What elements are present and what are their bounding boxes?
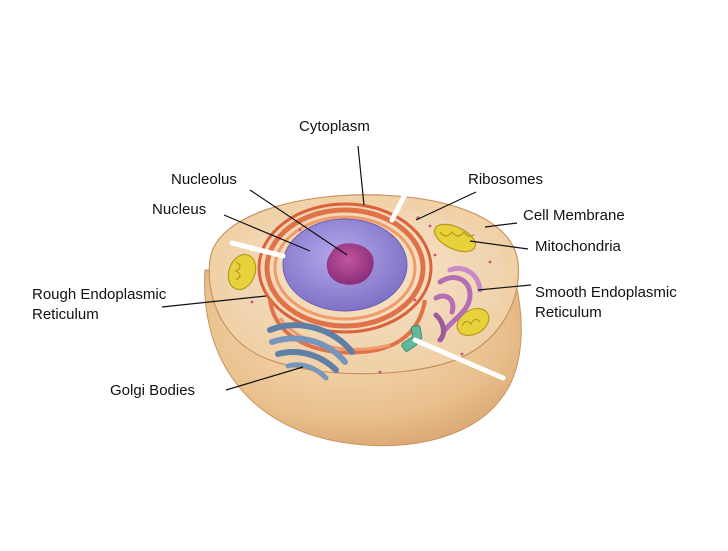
label-smooth-er: Smooth Endoplasmic Reticulum bbox=[535, 283, 677, 323]
label-nucleolus: Nucleolus bbox=[171, 171, 237, 188]
label-golgi-bodies: Golgi Bodies bbox=[110, 382, 196, 399]
nucleolus bbox=[326, 243, 374, 285]
ribosomes bbox=[250, 216, 492, 374]
smooth-endoplasmic-reticulum bbox=[433, 265, 483, 343]
cut-lines bbox=[229, 174, 506, 381]
label-cytoplasm: Cytoplasm bbox=[299, 118, 370, 135]
mitochondria bbox=[227, 223, 490, 337]
label-rough-er-line2: Reticulum bbox=[32, 306, 99, 323]
label-mitochondria: Mitochondria bbox=[535, 238, 621, 255]
label-cell-membrane: Cell Membrane bbox=[523, 207, 625, 224]
label-nucleus: Nucleus bbox=[152, 201, 207, 218]
label-smooth-er-line2: Reticulum bbox=[535, 304, 602, 321]
leader-lines bbox=[161, 145, 532, 391]
label-ribosomes: Ribosomes bbox=[468, 171, 544, 188]
golgi-bodies bbox=[267, 322, 355, 381]
label-rough-er: Rough Endoplasmic Reticulum bbox=[32, 285, 166, 325]
label-rough-er-line1: Rough Endoplasmic bbox=[32, 286, 167, 303]
label-smooth-er-line1: Smooth Endoplasmic bbox=[535, 284, 677, 301]
